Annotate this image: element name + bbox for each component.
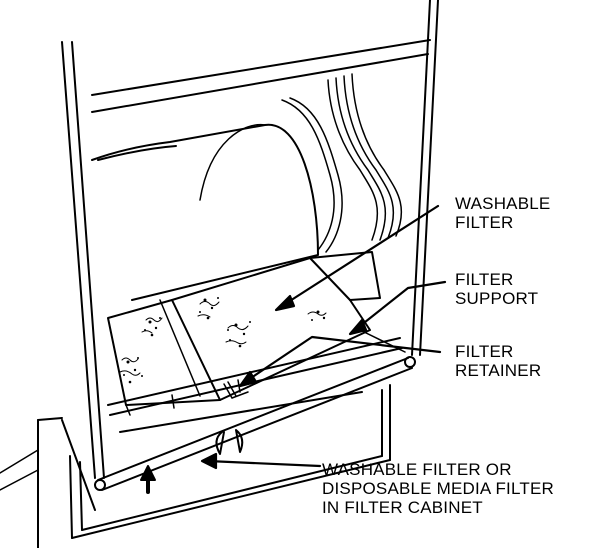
label-washable-filter-line-1: WASHABLE: [455, 194, 551, 213]
label-filter-cabinet-line-3: IN FILTER CABINET: [322, 498, 483, 517]
filter-retainer: [223, 381, 249, 399]
leader-filter-cabinet: [206, 459, 322, 468]
label-filter-cabinet: WASHABLE FILTER OR DISPOSABLE MEDIA FILT…: [322, 460, 554, 517]
label-filter-support: FILTER SUPPORT: [455, 270, 538, 308]
furnace-casing: [61, 0, 439, 479]
filter-cabinet: [0, 384, 391, 548]
cabinet-handle-right: [235, 429, 244, 453]
label-washable-filter-line-2: FILTER: [455, 213, 514, 232]
label-filter-retainer: FILTER RETAINER: [455, 342, 541, 380]
label-filter-cabinet-line-2: DISPOSABLE MEDIA FILTER: [322, 479, 554, 498]
wire-bundle: [281, 73, 403, 253]
blower-drum: [91, 123, 319, 301]
leader-arrows: [200, 204, 447, 470]
label-filter-retainer-line-1: FILTER: [455, 342, 514, 361]
label-washable-filter: WASHABLE FILTER: [455, 194, 550, 232]
washable-filter: [107, 251, 381, 406]
leader-filter-retainer: [243, 335, 442, 384]
insert-direction-arrow: [140, 465, 156, 494]
filter-lint-strands: [119, 301, 327, 376]
label-filter-cabinet-line-1: WASHABLE FILTER OR: [322, 460, 512, 479]
bottom-rail: [94, 356, 416, 491]
cabinet-handle-left: [215, 431, 225, 455]
filter-lint: [123, 297, 326, 384]
label-filter-support-line-2: SUPPORT: [455, 289, 539, 308]
label-filter-retainer-line-2: RETAINER: [455, 361, 542, 380]
leader-filter-support: [353, 280, 447, 332]
label-filter-support-line-1: FILTER: [455, 270, 514, 289]
leader-washable-filter: [280, 204, 440, 308]
